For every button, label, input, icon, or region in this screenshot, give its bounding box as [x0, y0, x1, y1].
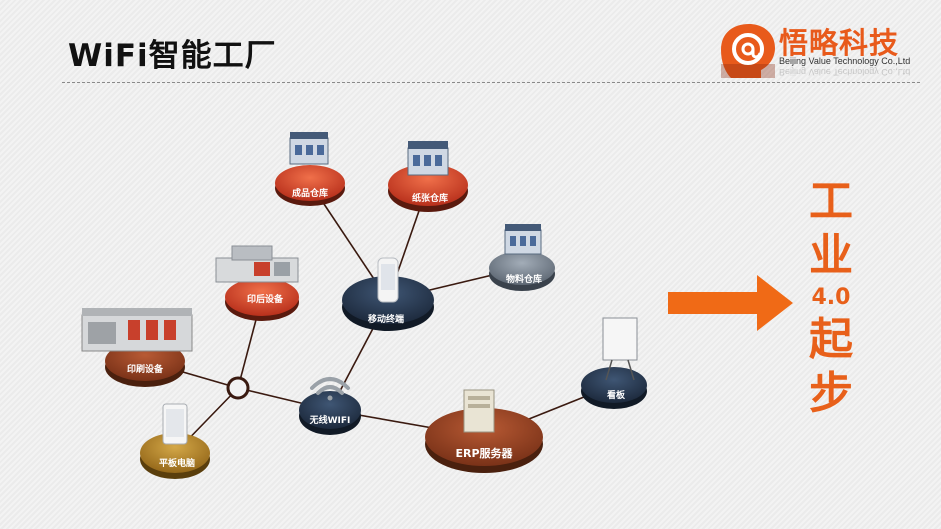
label-erp: ERP服务器 — [455, 446, 513, 460]
warehouse-icon — [407, 141, 449, 176]
node-mobile-terminal: 移动终端 — [342, 257, 434, 331]
node-finished-goods-warehouse: 成品仓库 — [275, 132, 345, 206]
slogan-char-2: 业 — [809, 230, 853, 281]
slogan-vertical: 工 业 4.0 起 步 — [801, 175, 861, 421]
slogan-version: 4.0 — [811, 285, 851, 310]
label-kanban: 看板 — [607, 389, 626, 401]
slogan-char-3: 起 — [809, 314, 853, 365]
label-materials: 物料仓库 — [506, 273, 542, 285]
presentation-board-icon — [602, 317, 638, 381]
tablet-icon — [162, 403, 188, 445]
node-printing-equipment: 印刷设备 — [81, 308, 193, 387]
label-paper: 纸张仓库 — [412, 192, 448, 204]
label-wifi: 无线WIFI — [309, 414, 351, 426]
label-mobile: 移动终端 — [368, 313, 404, 325]
network-hub — [226, 376, 250, 400]
label-post-press: 印后设备 — [247, 293, 284, 305]
arrow-icon — [668, 275, 793, 331]
node-paper-warehouse: 纸张仓库 — [388, 141, 468, 212]
node-post-press-equipment: 印后设备 — [215, 245, 299, 321]
node-kanban: 看板 — [581, 317, 647, 409]
wifi-icon — [310, 377, 350, 401]
label-printing: 印刷设备 — [127, 363, 164, 375]
warehouse-icon — [289, 132, 329, 165]
node-erp-server: ERP服务器 — [425, 389, 543, 473]
server-icon — [463, 389, 495, 433]
printing-machine-icon — [215, 245, 299, 283]
printing-press-icon — [81, 308, 193, 352]
label-finished-goods: 成品仓库 — [292, 187, 328, 199]
warehouse-icon — [504, 224, 542, 255]
logo-name: 悟略科技 — [779, 26, 900, 60]
node-materials-warehouse: 物料仓库 — [489, 224, 555, 291]
node-tablet: 平板电脑 — [140, 403, 210, 479]
node-wireless-wifi: 无线WIFI — [299, 377, 361, 435]
logo-icon — [721, 24, 775, 78]
title-divider — [62, 82, 920, 83]
label-tablet: 平板电脑 — [159, 457, 195, 469]
mobile-phone-icon — [377, 257, 399, 303]
logo-subtitle: Beijing Value Technology Co.,Ltd — [779, 56, 911, 66]
slogan-char-4: 步 — [809, 368, 853, 419]
page-title: WiFi智能工厂 — [68, 38, 277, 74]
slogan-char-1: 工 — [809, 176, 853, 227]
